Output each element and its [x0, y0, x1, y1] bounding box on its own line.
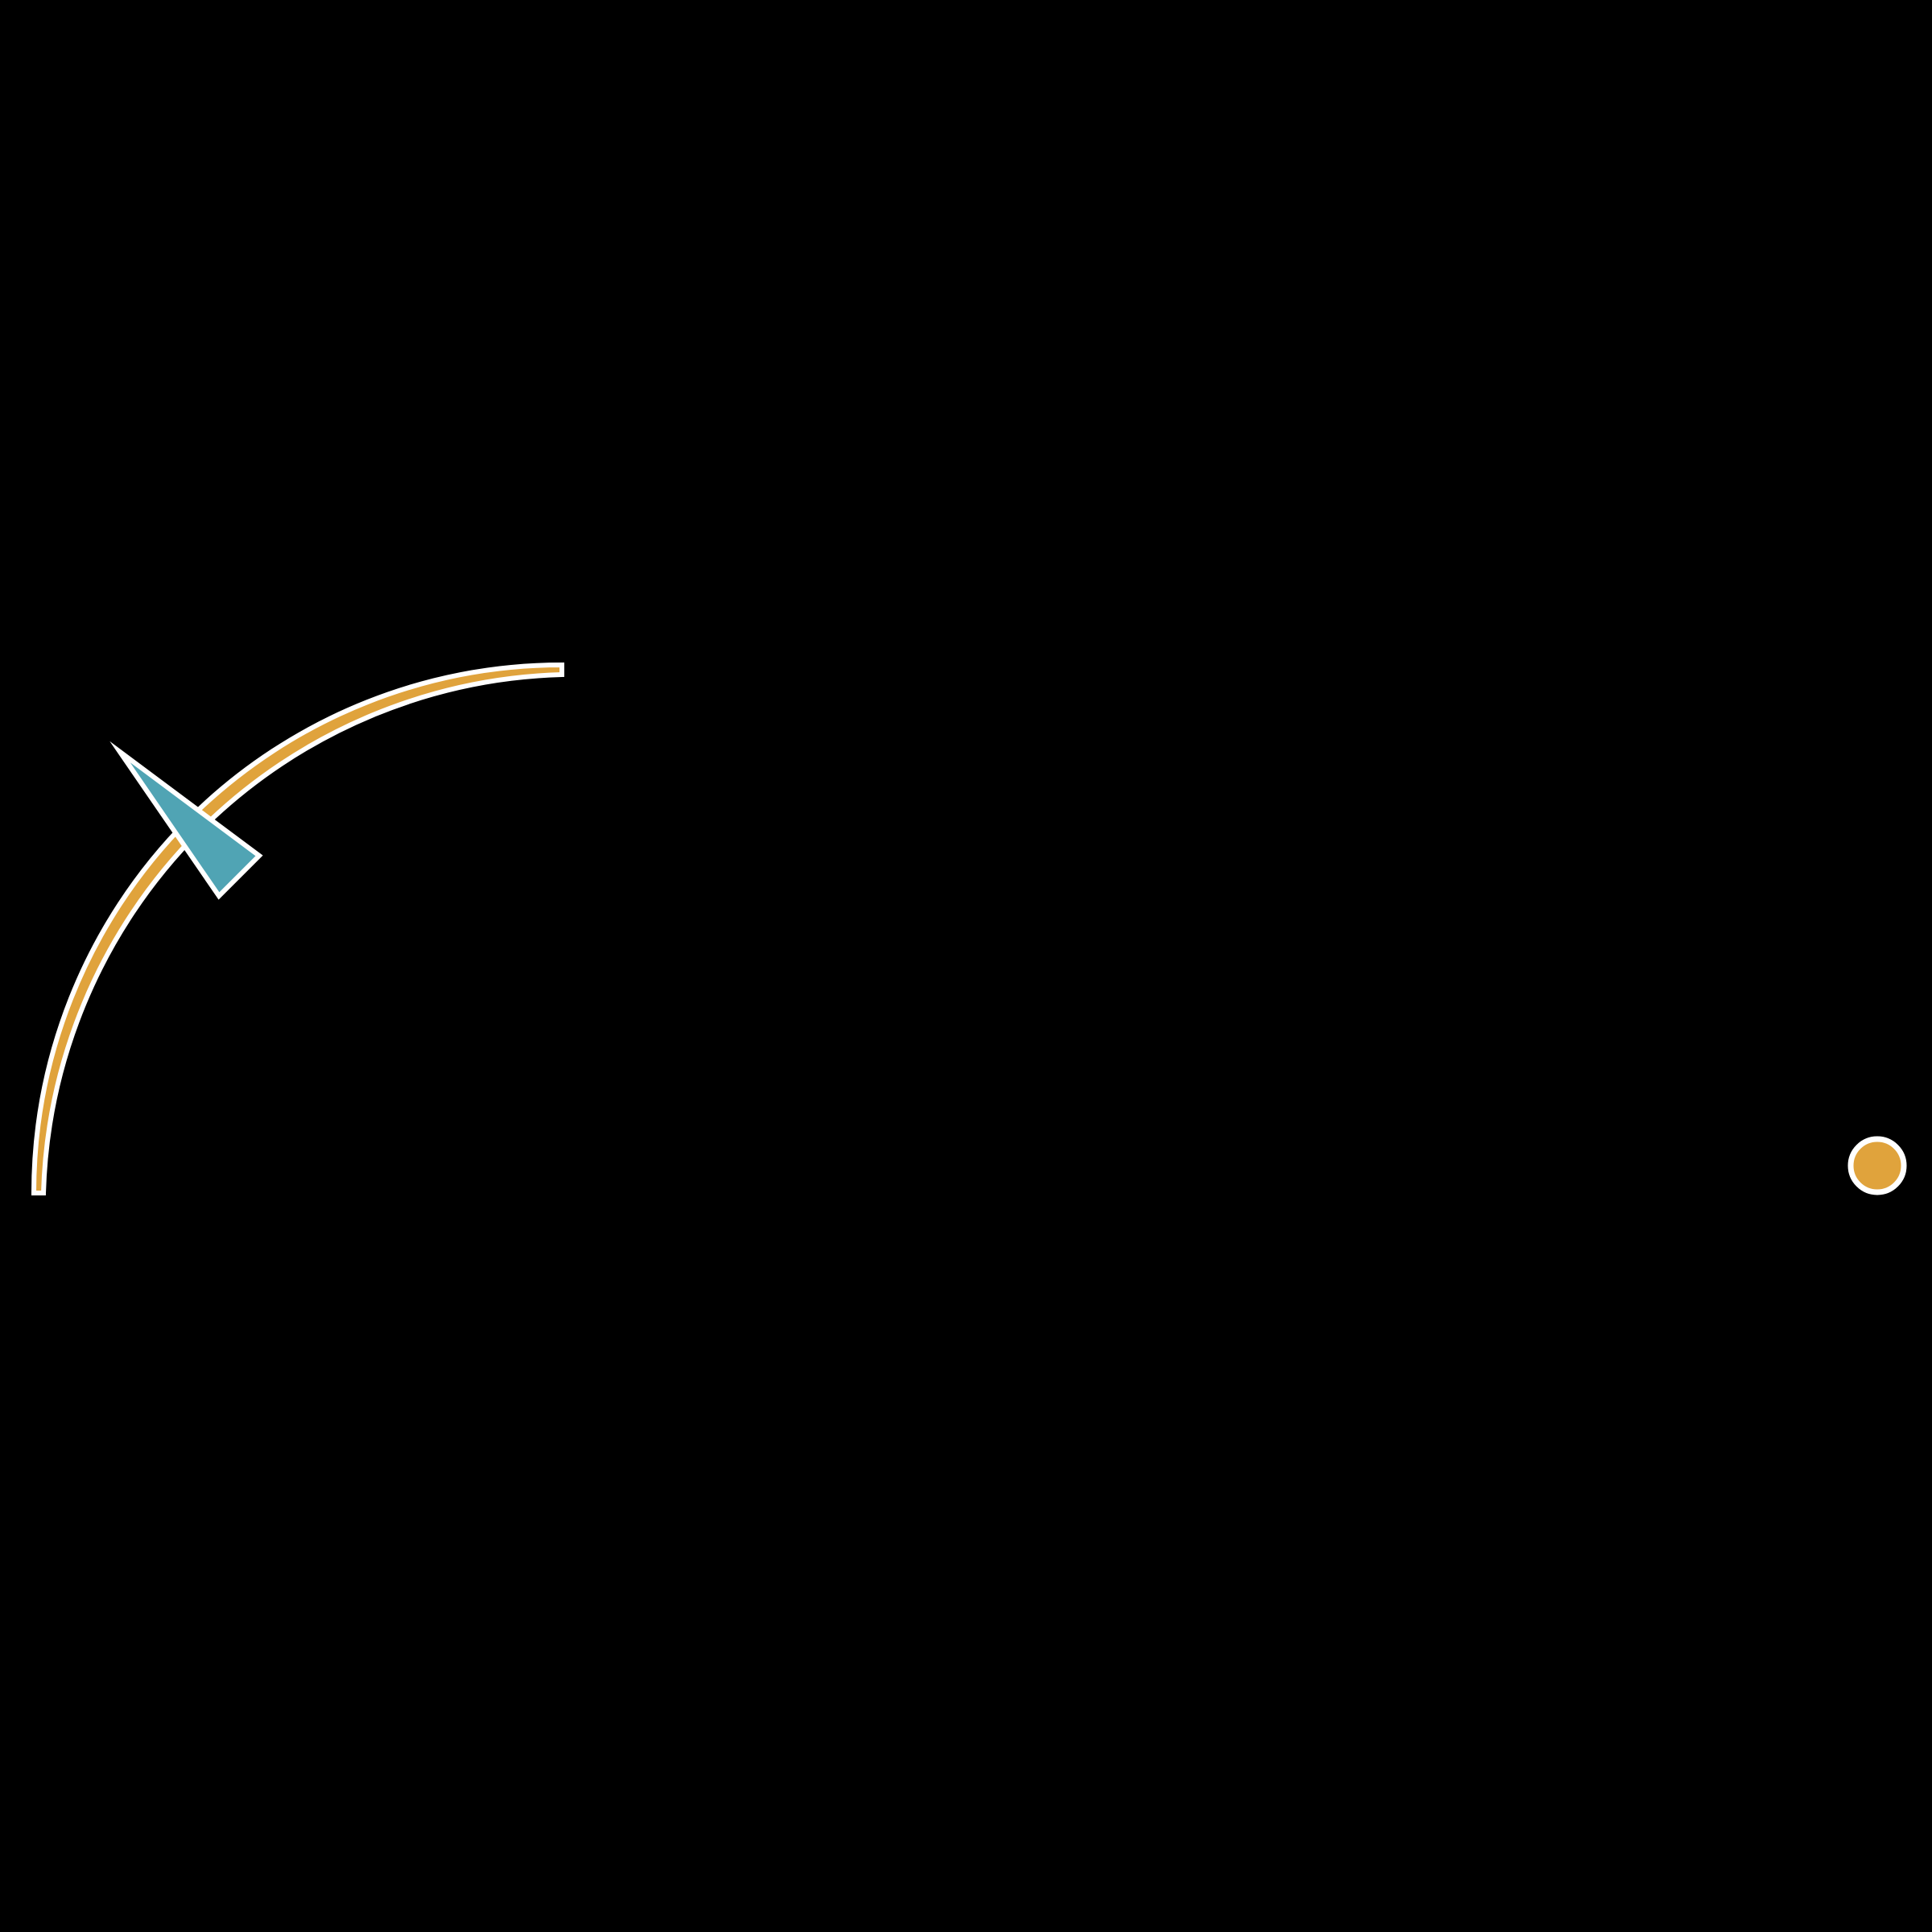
needle-triangle-icon — [109, 741, 263, 900]
swoosh-arc-icon — [31, 662, 564, 1195]
period-dot-icon — [1847, 1136, 1907, 1195]
